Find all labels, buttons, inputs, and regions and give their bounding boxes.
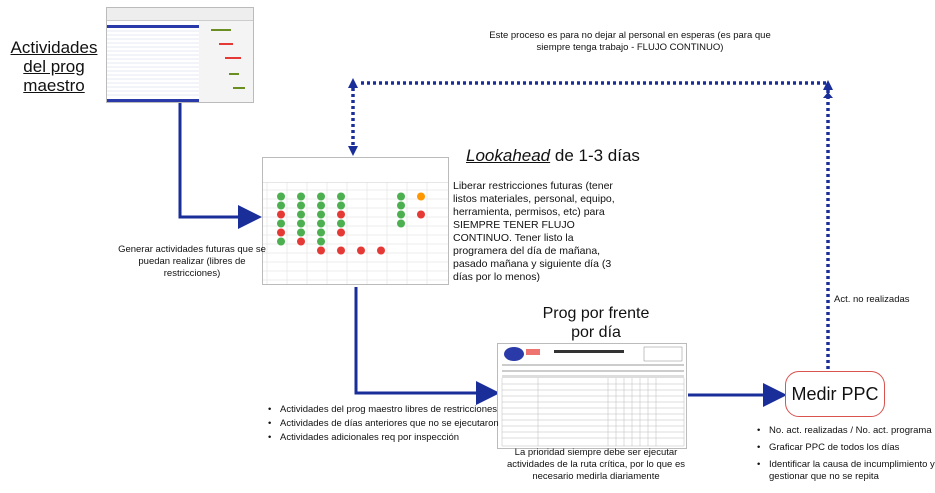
daily-program-bullets: Actividades del prog maestro libres de r… [268, 404, 499, 446]
list-item: Identificar la causa de incumplimiento y… [757, 459, 935, 483]
check-icon [317, 228, 325, 237]
master-schedule-rows [107, 21, 253, 102]
arrow-lookahead-to-prog [354, 287, 500, 405]
daily-program-title: Prog por frente por día [542, 305, 650, 341]
check-icon [397, 219, 405, 228]
list-item: Actividades de días anteriores que no se… [268, 418, 499, 430]
check-icon [297, 219, 305, 228]
check-icon [317, 219, 325, 228]
arrow-master-to-lookahead [178, 103, 262, 229]
check-icon [297, 210, 305, 219]
lookahead-title: Lookahead de 1-3 días [466, 146, 640, 165]
cross-icon [337, 246, 345, 255]
cross-icon [377, 246, 385, 255]
lookahead-grid [263, 182, 448, 284]
check-icon [397, 192, 405, 201]
cross-icon [317, 246, 325, 255]
lookahead-document [262, 157, 449, 285]
cross-icon [357, 246, 365, 255]
check-icon [277, 219, 285, 228]
measure-ppc-box: Medir PPC [785, 371, 885, 417]
release-constraints-text: Liberar restricciones futuras (tener lis… [453, 180, 615, 283]
check-icon [397, 201, 405, 210]
critical-path-note: La prioridad siempre debe ser ejecutar a… [507, 447, 685, 482]
daily-program-form [501, 346, 685, 447]
master-schedule-title: Actividades del prog maestro [10, 38, 98, 95]
check-icon [337, 192, 345, 201]
list-item: Graficar PPC de todos los días [757, 442, 935, 454]
check-icon [317, 237, 325, 246]
master-schedule-thumbnail [106, 7, 254, 103]
not-done-label: Act. no realizadas [834, 294, 910, 305]
cross-icon [277, 210, 285, 219]
check-icon [297, 228, 305, 237]
cross-icon [277, 228, 285, 237]
generate-activities-text: Generar actividades futuras que se pueda… [118, 244, 266, 279]
cross-icon [337, 210, 345, 219]
daily-program-document [497, 343, 687, 449]
warning-icon [417, 192, 425, 201]
cross-icon [297, 237, 305, 246]
list-item: No. act. realizadas / No. act. programa [757, 425, 935, 437]
check-icon [337, 201, 345, 210]
check-icon [277, 237, 285, 246]
cross-icon [417, 210, 425, 219]
check-icon [277, 192, 285, 201]
check-icon [277, 201, 285, 210]
list-item: Actividades del prog maestro libres de r… [268, 404, 499, 416]
cross-icon [337, 228, 345, 237]
check-icon [297, 192, 305, 201]
ppc-bullets: No. act. realizadas / No. act. programa … [757, 425, 935, 488]
check-icon [397, 210, 405, 219]
continuous-flow-note: Este proceso es para no dejar al persona… [489, 30, 771, 53]
check-icon [317, 201, 325, 210]
check-icon [297, 201, 305, 210]
check-icon [317, 192, 325, 201]
check-icon [317, 210, 325, 219]
check-icon [337, 219, 345, 228]
list-item: Actividades adicionales req por inspecci… [268, 432, 499, 444]
